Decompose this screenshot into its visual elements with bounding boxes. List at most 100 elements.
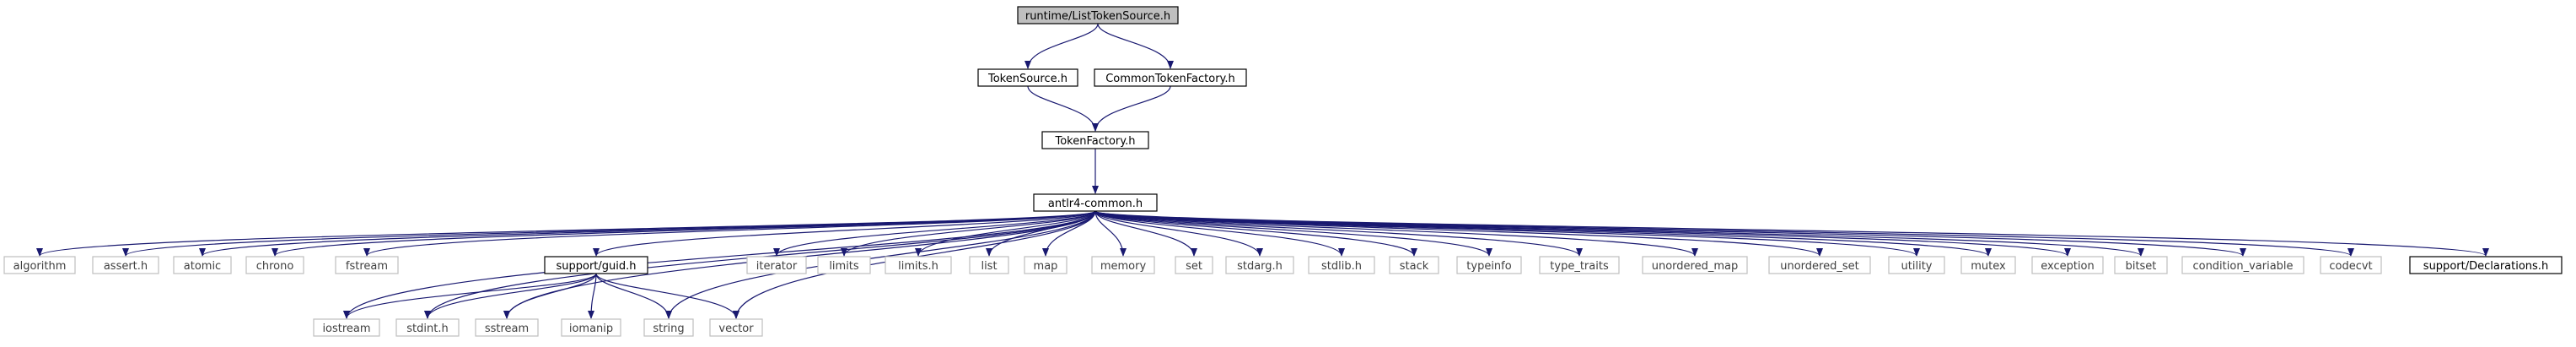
node-box <box>2031 256 2104 274</box>
graph-node-unordered-set: unordered_set <box>1768 256 1871 274</box>
edge-antlr4common-to-condition-variable <box>1094 210 2246 257</box>
node-box <box>1539 256 1620 274</box>
node-box <box>1024 256 1068 274</box>
node-box <box>1308 256 1375 274</box>
node-box <box>1017 6 1179 24</box>
node-box <box>1888 256 1945 274</box>
node-box <box>245 256 304 274</box>
edge-antlr4common-to-declarations <box>1094 210 2489 257</box>
node-box <box>1225 256 1294 274</box>
node-label: sstream <box>485 323 529 335</box>
node-label: chrono <box>256 260 294 273</box>
node-label: list <box>981 260 997 273</box>
edge-antlr4common-to-list <box>986 210 1096 257</box>
node-label: iomanip <box>569 323 613 335</box>
node-label: stack <box>1400 260 1429 273</box>
node-box <box>1389 256 1439 274</box>
node-box <box>544 256 648 274</box>
graph-node-bitset: bitset <box>2114 256 2168 274</box>
node-box <box>1768 256 1871 274</box>
edge-antlr4common-to-memory <box>1094 210 1127 257</box>
edge-antlr4common-to-limitsh <box>915 210 1096 257</box>
node-label: atomic <box>184 260 221 273</box>
node-box <box>1033 193 1158 212</box>
node-label: string <box>653 323 684 335</box>
edge-antlr4common-to-typeinfo <box>1094 210 1492 257</box>
node-box <box>643 318 694 337</box>
graph-node-typeinfo: typeinfo <box>1456 256 1522 274</box>
node-box <box>1960 256 2016 274</box>
edge-guid-to-sstream <box>503 273 597 319</box>
edge-antlr4common-to-limits <box>841 210 1096 257</box>
node-box <box>2320 256 2382 274</box>
node-box <box>1091 256 1155 274</box>
graph-node-set: set <box>1175 256 1213 274</box>
edge-antlr4common-to-bitset <box>1094 210 2144 257</box>
edge-antlr4common-to-stdarg <box>1094 210 1263 257</box>
edge-antlr4common-to-stdlib <box>1094 210 1345 257</box>
graph-node-guid[interactable]: support/guid.h <box>544 256 648 274</box>
edge-antlr4common-to-fstream <box>363 210 1096 257</box>
node-box <box>977 68 1078 87</box>
edge-tokensource-to-tokenfactory <box>1027 85 1099 132</box>
edge-guid-to-iostream <box>343 273 597 319</box>
node-box <box>313 318 380 337</box>
node-label: unordered_set <box>1780 260 1858 273</box>
graph-node-type-traits: type_traits <box>1539 256 1620 274</box>
edge-guid-to-iomanip <box>588 273 597 319</box>
edge-antlr4common-to-iostream <box>343 210 1096 319</box>
node-label: CommonTokenFactory.h <box>1105 73 1235 85</box>
edge-root-to-commontokenfactory <box>1097 23 1174 69</box>
node-box <box>1094 68 1247 87</box>
graph-node-assert: assert.h <box>92 256 159 274</box>
graph-node-utility: utility <box>1888 256 1945 274</box>
node-label: fstream <box>346 260 388 273</box>
edge-antlr4common-to-exception <box>1094 210 2071 257</box>
node-label: antlr4-common.h <box>1048 198 1143 210</box>
graph-node-exception: exception <box>2031 256 2104 274</box>
edge-antlr4common-to-type-traits <box>1094 210 1583 257</box>
graph-node-fstream: fstream <box>335 256 399 274</box>
graph-node-stdlib: stdlib.h <box>1308 256 1375 274</box>
node-box <box>1175 256 1213 274</box>
edge-antlr4common-to-unordered-map <box>1094 210 1698 257</box>
graph-node-tokensource[interactable]: TokenSource.h <box>977 68 1078 87</box>
graph-node-algorithm: algorithm <box>3 256 76 274</box>
node-box <box>395 318 460 337</box>
graph-node-antlr4common[interactable]: antlr4-common.h <box>1033 193 1158 212</box>
node-label: exception <box>2041 260 2095 273</box>
edge-antlr4common-to-map <box>1042 210 1096 257</box>
node-label: condition_variable <box>2192 260 2293 273</box>
graph-node-tokenfactory[interactable]: TokenFactory.h <box>1041 131 1149 149</box>
graph-node-memory: memory <box>1091 256 1155 274</box>
graph-node-declarations[interactable]: support/Declarations.h <box>2409 256 2563 274</box>
graph-node-stdarg: stdarg.h <box>1225 256 1294 274</box>
node-label: set <box>1186 260 1202 273</box>
graph-node-vector: vector <box>709 318 763 337</box>
node-label: limits.h <box>898 260 938 273</box>
graph-node-commontokenfactory[interactable]: CommonTokenFactory.h <box>1094 68 1247 87</box>
node-box <box>335 256 399 274</box>
node-label: stdlib.h <box>1321 260 1362 273</box>
node-label: support/guid.h <box>556 260 636 273</box>
node-label: iterator <box>756 260 798 273</box>
node-box <box>173 256 232 274</box>
node-label: memory <box>1100 260 1147 273</box>
edge-antlr4common-to-string <box>665 210 1096 319</box>
node-box <box>969 256 1009 274</box>
node-label: utility <box>1901 260 1933 273</box>
node-box <box>1456 256 1522 274</box>
graph-node-condition-variable: condition_variable <box>2181 256 2304 274</box>
graph-node-root[interactable]: runtime/ListTokenSource.h <box>1017 6 1179 24</box>
edge-guid-to-stdint <box>424 273 597 319</box>
edge-antlr4common-to-iterator <box>773 210 1096 257</box>
node-label: codecvt <box>2329 260 2372 273</box>
edge-commontokenfactory-to-tokenfactory <box>1092 85 1171 132</box>
graph-node-atomic: atomic <box>173 256 232 274</box>
node-label: iostream <box>322 323 370 335</box>
node-box <box>561 318 621 337</box>
node-box <box>885 256 952 274</box>
edge-root-to-tokensource <box>1024 23 1099 69</box>
graph-node-limitsh: limits.h <box>885 256 952 274</box>
